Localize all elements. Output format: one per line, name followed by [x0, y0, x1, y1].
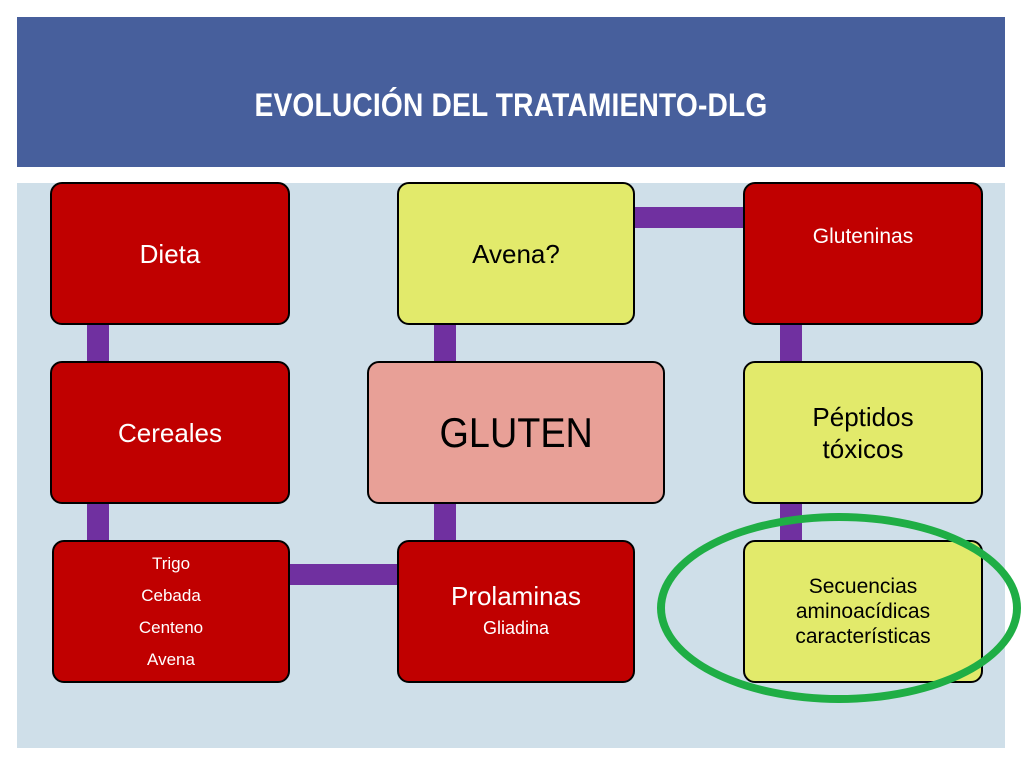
node-avena: Avena? — [397, 182, 635, 325]
connector-prolaminas-gluten — [434, 500, 456, 544]
node-peptidos-line: Péptidos — [812, 401, 914, 432]
slide-title: EVOLUCIÓN DEL TRATAMIENTO-DLG — [254, 87, 768, 123]
connector-gluten-avena — [434, 322, 456, 364]
connector-avena-gluteninas — [632, 207, 747, 228]
highlight-ring — [657, 513, 1021, 703]
cereal-item: Cebada — [141, 585, 201, 605]
node-gluteninas: Gluteninas — [743, 182, 983, 325]
node-peptidos: Péptidos tóxicos — [743, 361, 983, 504]
node-cereales-label: Cereales — [117, 417, 223, 448]
node-peptidos-line: tóxicos — [822, 433, 904, 464]
node-gluteninas-label: Gluteninas — [812, 225, 914, 248]
connector-gluteninas-peptidos — [780, 322, 802, 364]
cereal-item: Avena — [147, 649, 195, 669]
node-gliadina-label: Gliadina — [482, 617, 550, 638]
node-cereales: Cereales — [50, 361, 290, 504]
title-bar: EVOLUCIÓN DEL TRATAMIENTO-DLG — [17, 17, 1005, 167]
node-dieta: Dieta — [50, 182, 290, 325]
connector-cereales-list — [87, 500, 109, 544]
cereal-item: Centeno — [138, 617, 204, 637]
node-dieta-label: Dieta — [139, 238, 201, 269]
node-prolaminas: Prolaminas Gliadina — [397, 540, 635, 683]
node-avena-label: Avena? — [472, 238, 560, 269]
connector-dieta-cereales — [87, 322, 109, 364]
cereal-item: Trigo — [151, 553, 191, 573]
node-gluten: GLUTEN — [367, 361, 665, 504]
node-prolaminas-label: Prolaminas — [450, 580, 582, 611]
connector-list-prolaminas — [287, 564, 401, 585]
node-gluten-label: GLUTEN — [439, 408, 593, 456]
node-cereals-list: Trigo Cebada Centeno Avena — [52, 540, 290, 683]
